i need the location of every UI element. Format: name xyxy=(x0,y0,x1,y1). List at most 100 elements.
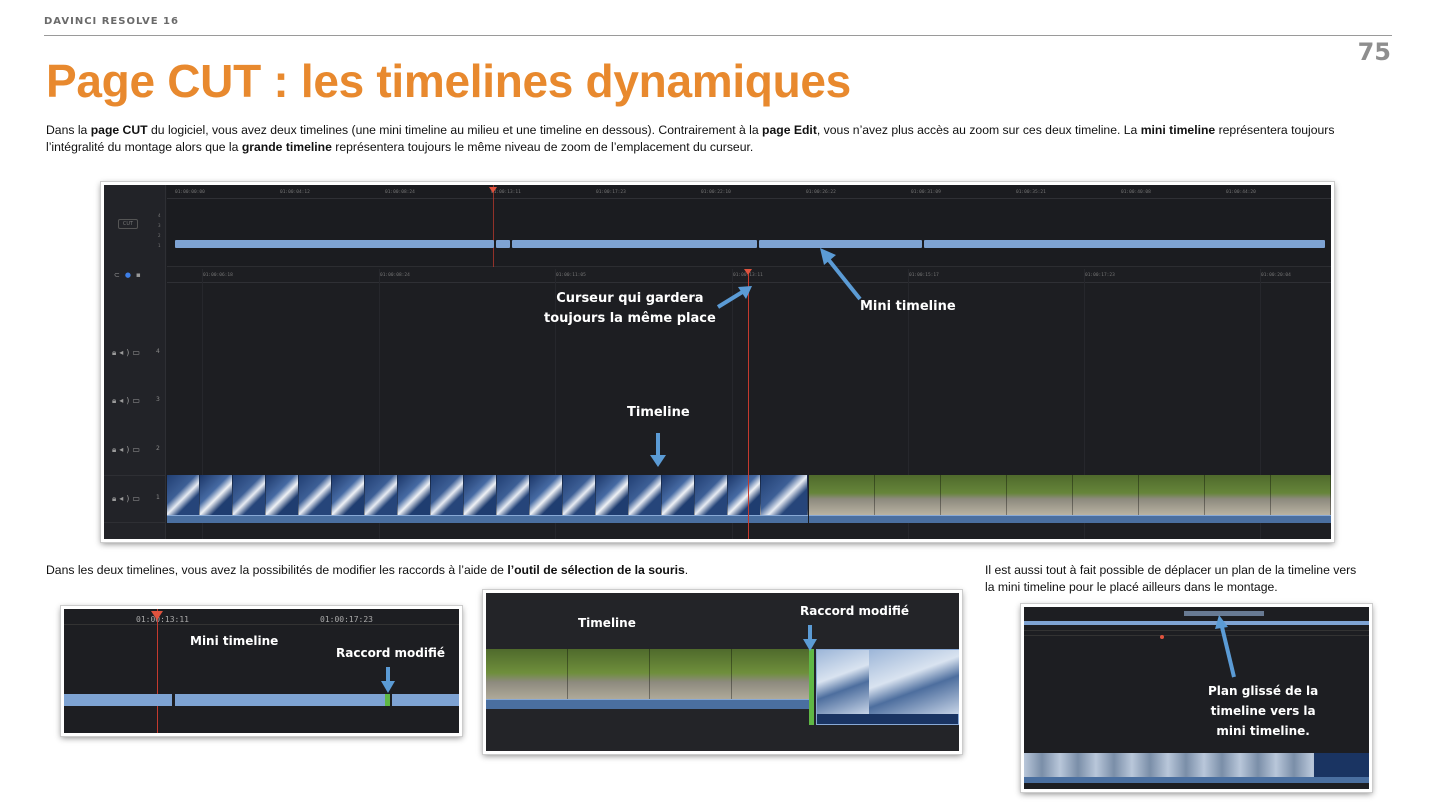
body-text: . xyxy=(684,563,689,577)
annotation-timeline: Timeline xyxy=(578,616,636,630)
ruler-tick: 01:00:17:23 xyxy=(596,190,626,195)
ruler-tick: 01:00:17:23 xyxy=(320,615,373,624)
cut-badge: CUT xyxy=(118,219,138,229)
edit-point-marker[interactable] xyxy=(809,649,814,725)
annotation-raccord: Raccord modifié xyxy=(800,604,909,618)
annotation-text: Plan glissé de la xyxy=(1208,684,1319,698)
header-divider xyxy=(44,35,1392,36)
timeline-clip-building[interactable] xyxy=(1024,753,1369,783)
intro-text: du logiciel, vous avez deux timelines (u… xyxy=(147,123,763,137)
timeline-ruler[interactable]: 01:00:06:18 01:00:08:24 01:00:11:05 01:0… xyxy=(167,269,1331,283)
page-title: Page CUT : les timelines dynamiques xyxy=(46,55,851,107)
intro-paragraph: Dans la page CUT du logiciel, vous avez … xyxy=(46,122,1396,156)
mini-timeline-ruler[interactable]: 01:00:00:00 01:00:04:12 01:00:08:24 01:0… xyxy=(167,185,1331,199)
intro-bold: grande timeline xyxy=(241,140,332,154)
annotation-drag: Plan glissé de la timeline vers la mini … xyxy=(1208,681,1318,741)
grid-line xyxy=(555,269,556,539)
arrow-icon xyxy=(1215,615,1236,678)
ruler-tick: 01:00:06:18 xyxy=(203,273,233,278)
mini-clip[interactable] xyxy=(1024,621,1369,625)
track-header-panel: CUT 4 3 2 1 ⊂●▪ 🔒︎◂)▭ 4 🔒︎◂)▭ 3 🔒︎◂)▭ 2 … xyxy=(104,185,166,539)
track-header-2[interactable]: 🔒︎◂)▭ 2 xyxy=(104,427,166,475)
playhead-marker[interactable] xyxy=(1160,635,1164,639)
annotation-raccord: Raccord modifié xyxy=(336,646,445,660)
ruler-tick: 01:00:13:11 xyxy=(491,190,521,195)
intro-text: , vous n’avez plus accès au zoom sur ces… xyxy=(816,123,1141,137)
ruler-tick: 01:00:31:09 xyxy=(911,190,941,195)
drag-to-mini-timeline-screenshot: Plan glissé de la timeline vers la mini … xyxy=(1020,603,1373,793)
page-number: 75 xyxy=(1357,38,1391,66)
body-text: Il est aussi tout à fait possible de dép… xyxy=(985,563,1357,577)
audio-waveform xyxy=(809,515,1331,523)
mini-clip[interactable] xyxy=(924,240,1325,248)
track-number: 2 xyxy=(156,445,160,452)
dragged-clip[interactable] xyxy=(1184,611,1264,616)
track-number: 4 xyxy=(156,348,160,355)
body-text: la mini timeline pour le placé ailleurs … xyxy=(985,580,1278,594)
header-title: DAVINCI RESOLVE 16 xyxy=(44,16,179,27)
track-header-1[interactable]: 🔒︎◂)▭ 1 xyxy=(104,475,166,523)
mini-track-num: 1 xyxy=(158,243,161,248)
timeline-clip-bench[interactable] xyxy=(809,475,1331,523)
annotation-mini-timeline: Mini timeline xyxy=(860,299,956,314)
intro-text: représentera toujours l’intégralité du m… xyxy=(46,123,1335,154)
timeline-playhead[interactable] xyxy=(748,269,749,539)
edit-point-marker[interactable] xyxy=(385,694,390,706)
ruler-tick: 01:00:17:23 xyxy=(1085,273,1115,278)
ruler-tick: 01:00:08:24 xyxy=(380,273,410,278)
mini-clip[interactable] xyxy=(759,240,922,248)
arrow-icon xyxy=(716,286,752,309)
track-header-4[interactable]: 🔒︎◂)▭ 4 xyxy=(104,330,166,378)
ruler-tick: 01:00:11:05 xyxy=(556,273,586,278)
mini-timeline[interactable]: 01:00:00:00 01:00:04:12 01:00:08:24 01:0… xyxy=(167,185,1331,267)
grid-line xyxy=(379,269,380,539)
grid-line xyxy=(732,269,733,539)
mini-clip[interactable] xyxy=(512,240,757,248)
mini-clip[interactable] xyxy=(175,694,385,706)
ruler-tick: 01:00:26:22 xyxy=(806,190,836,195)
mini-timeline[interactable] xyxy=(1024,607,1369,631)
section2-right-text: Il est aussi tout à fait possible de dép… xyxy=(985,562,1405,596)
lock-audio-icon[interactable]: 🔒︎◂)▭ xyxy=(112,348,143,357)
mini-clip[interactable] xyxy=(64,694,172,706)
grid-line xyxy=(908,269,909,539)
cut-page-screenshot: CUT 4 3 2 1 ⊂●▪ 🔒︎◂)▭ 4 🔒︎◂)▭ 3 🔒︎◂)▭ 2 … xyxy=(100,181,1335,543)
intro-bold: page Edit xyxy=(762,123,817,137)
ruler-tick: 01:00:44:20 xyxy=(1226,190,1256,195)
audio-waveform xyxy=(486,699,813,709)
timeline-clip-bench[interactable] xyxy=(486,649,813,709)
playhead[interactable] xyxy=(157,609,158,733)
timeline-playhead-marker[interactable] xyxy=(744,269,752,275)
grid-line xyxy=(1260,269,1261,539)
mini-clip[interactable] xyxy=(392,694,459,706)
track-number: 3 xyxy=(156,396,160,403)
ruler: 01:00:13:11 01:00:17:23 xyxy=(64,609,459,625)
annotation-text: mini timeline. xyxy=(1216,724,1310,738)
timeline-clip-building[interactable] xyxy=(167,475,808,523)
playhead-marker[interactable] xyxy=(151,611,163,620)
ruler-tick: 01:00:35:21 xyxy=(1016,190,1046,195)
lock-audio-icon[interactable]: 🔒︎◂)▭ xyxy=(112,494,143,503)
mini-track-numbers: 4 3 2 1 xyxy=(158,211,161,251)
ruler-tick: 01:00:22:10 xyxy=(701,190,731,195)
lock-audio-icon[interactable]: 🔒︎◂)▭ xyxy=(112,445,143,454)
intro-text: représentera toujours le même niveau de … xyxy=(331,140,754,154)
mini-timeline-screenshot: 01:00:13:11 01:00:17:23 Mini timeline Ra… xyxy=(60,605,463,737)
ruler-tick: 01:00:13:11 xyxy=(733,273,763,278)
mini-clip[interactable] xyxy=(175,240,494,248)
track-header-3[interactable]: 🔒︎◂)▭ 3 xyxy=(104,378,166,426)
mini-playhead[interactable] xyxy=(493,185,494,267)
lock-audio-icon[interactable]: 🔒︎◂)▭ xyxy=(112,396,143,405)
annotation-text: Curseur qui gardera xyxy=(556,291,704,306)
intro-bold: page CUT xyxy=(90,123,148,137)
section2-left-text: Dans les deux timelines, vous avez la po… xyxy=(46,562,946,579)
arrow-icon xyxy=(381,667,395,693)
annotation-cursor: Curseur qui gardera toujours la même pla… xyxy=(544,289,716,329)
mini-playhead-marker[interactable] xyxy=(489,187,497,193)
mini-clip[interactable] xyxy=(496,240,510,248)
annotation-text: timeline vers la xyxy=(1210,704,1316,718)
timeline-tool-icons[interactable]: ⊂●▪ xyxy=(114,271,146,279)
intro-bold: mini timeline xyxy=(1140,123,1216,137)
timeline-clip-building[interactable] xyxy=(816,649,959,725)
ruler-tick: 01:00:40:08 xyxy=(1121,190,1151,195)
